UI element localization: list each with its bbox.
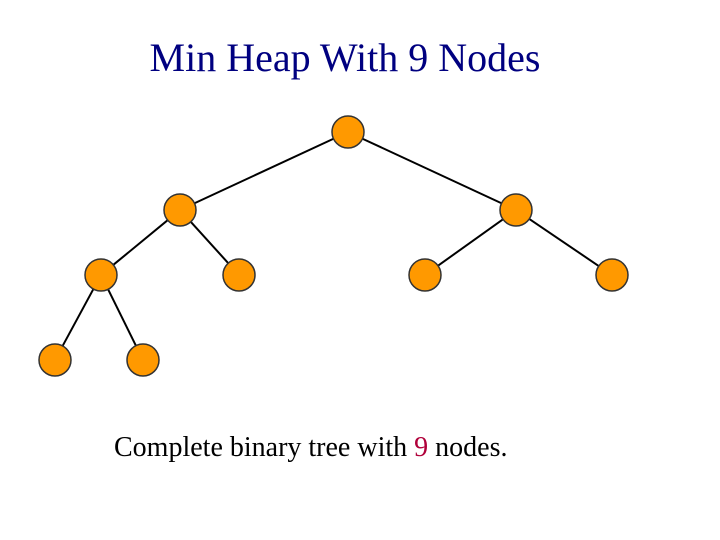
tree-edge	[190, 221, 229, 264]
tree-node	[331, 115, 365, 149]
tree-edge	[362, 137, 502, 205]
tree-edge	[112, 219, 169, 266]
tree-node	[163, 193, 197, 227]
tree-edge	[107, 288, 137, 347]
caption: Complete binary tree with 9 nodes.	[114, 434, 507, 462]
tree-edge	[437, 218, 504, 267]
tree-node	[222, 258, 256, 292]
tree-node	[84, 258, 118, 292]
tree-edge	[61, 288, 95, 347]
caption-suffix: nodes.	[435, 432, 508, 463]
tree-node	[126, 343, 160, 377]
tree-nodes	[38, 115, 629, 377]
caption-node-count: 9	[414, 432, 429, 463]
tree-node	[499, 193, 533, 227]
caption-prefix: Complete binary tree with	[114, 432, 408, 463]
tree-node	[408, 258, 442, 292]
tree-edge	[528, 218, 600, 267]
tree-node	[595, 258, 629, 292]
slide-title: Min Heap With 9 Nodes	[149, 35, 541, 80]
tree-node	[38, 343, 72, 377]
tree-edges	[61, 137, 600, 347]
tree-edge	[194, 137, 334, 205]
